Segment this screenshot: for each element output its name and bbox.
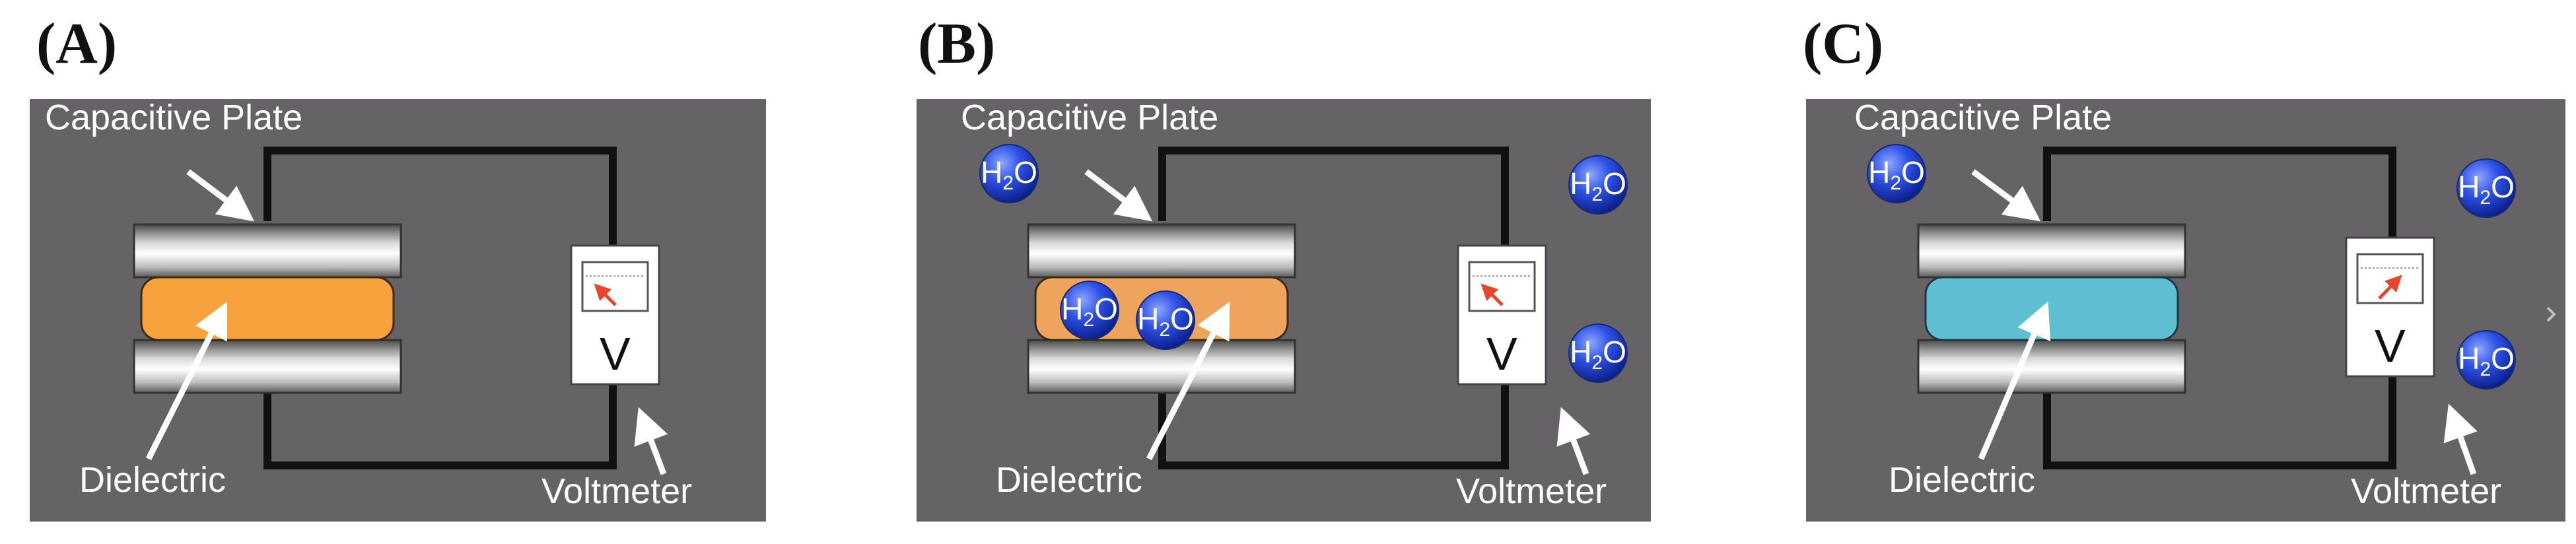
panel-c-water-molecule: H2O	[1867, 144, 1926, 203]
panel-c-plate-label: Capacitive Plate	[1854, 98, 2112, 137]
water-molecule-circle	[1867, 144, 1926, 203]
panel-c-label: (C)	[1803, 12, 1883, 76]
panel-b-water-molecule: H2O	[1568, 155, 1628, 215]
water-molecule-label: H2O	[1868, 155, 1925, 194]
panel-a-label: (A)	[36, 12, 117, 76]
panel-a: (A) V Capacitive Plate Dielectric Voltme…	[30, 12, 766, 522]
panel-a-voltmeter-arrow	[634, 407, 668, 475]
panel-a-top-plate	[133, 223, 402, 279]
panel-a-voltmeter-label: Voltmeter	[541, 471, 692, 511]
water-molecule-label: H2O	[1061, 292, 1118, 331]
panel-b-meter-needle	[1480, 283, 1504, 306]
panel-b: (B) V Capacitive Plate Dielectric Voltme…	[917, 12, 1651, 522]
panel-c-voltmeter-label: Voltmeter	[2351, 471, 2501, 511]
panel-b-voltmeter-arrow	[1556, 407, 1591, 475]
panel-b-wire	[1158, 147, 1509, 469]
panel-c-voltmeter-arrow	[2443, 403, 2478, 475]
panel-c: (C) V Capacitive Plate Dielectric Voltme…	[1803, 12, 2565, 522]
panel-c-dielectric	[1924, 276, 2179, 341]
water-molecule-label: H2O	[1570, 335, 1626, 374]
water-molecule-circle	[1568, 155, 1628, 215]
panel-c-dielectric-arrow	[1978, 301, 2051, 460]
panel-a-wire	[263, 147, 617, 469]
panel-b-water-molecule: H2O	[1568, 323, 1628, 383]
panel-c-meter-symbol: V	[2375, 320, 2406, 372]
panel-b-label: (B)	[918, 12, 995, 76]
water-molecule-circle	[2456, 158, 2516, 218]
panel-c-wire	[2043, 147, 2396, 469]
panel-b-meter-symbol: V	[1486, 328, 1517, 380]
panel-c-water-molecule: H2O	[2456, 330, 2516, 390]
panel-a-dielectric	[140, 276, 395, 341]
panel-a-meter-needle	[594, 283, 617, 306]
chevron-right-icon[interactable]	[2546, 306, 2556, 322]
panel-c-dielectric-label: Dielectric	[1889, 460, 2035, 500]
panel-b-plate-arrow	[1084, 169, 1153, 222]
panel-b-water-molecule: H2O	[1060, 281, 1119, 340]
panel-a-dielectric-label: Dielectric	[79, 460, 226, 500]
panel-a-meter-symbol: V	[600, 328, 631, 380]
water-molecule-label: H2O	[2458, 170, 2515, 209]
water-molecule-circle	[979, 144, 1039, 203]
panel-b-dielectric-arrow	[1146, 301, 1230, 461]
panel-c-bottom-plate	[1917, 339, 2186, 394]
panel-b-plate-label: Capacitive Plate	[961, 98, 1218, 137]
panel-b-top-plate	[1027, 223, 1296, 279]
panel-a-plate-label: Capacitive Plate	[45, 98, 302, 137]
water-molecule-circle	[2456, 330, 2516, 390]
panel-c-meter-needle	[2378, 275, 2402, 300]
panel-c-top-plate	[1917, 223, 2186, 279]
water-molecule-circle	[1060, 281, 1119, 340]
water-molecule-label: H2O	[1570, 166, 1626, 205]
panel-c-plate-arrow	[1971, 169, 2041, 222]
panel-c-meter-dial	[2356, 253, 2424, 304]
water-molecule-label: H2O	[2458, 341, 2515, 380]
water-molecule-label: H2O	[1137, 302, 1194, 341]
panel-b-water-molecule: H2O	[1136, 290, 1195, 350]
water-molecule-circle	[1136, 290, 1195, 350]
panel-a-bottom-plate	[133, 339, 402, 394]
panel-b-dielectric-label: Dielectric	[996, 460, 1142, 500]
panel-c-water-molecule: H2O	[2456, 158, 2516, 218]
panel-b-water-molecule: H2O	[979, 144, 1039, 203]
panel-a-plate-arrow	[186, 169, 255, 222]
panel-a-dielectric-arrow	[145, 301, 228, 461]
panel-b-voltmeter-label: Voltmeter	[1456, 471, 1607, 511]
water-molecule-circle	[1568, 323, 1628, 383]
water-molecule-label: H2O	[981, 155, 1037, 194]
